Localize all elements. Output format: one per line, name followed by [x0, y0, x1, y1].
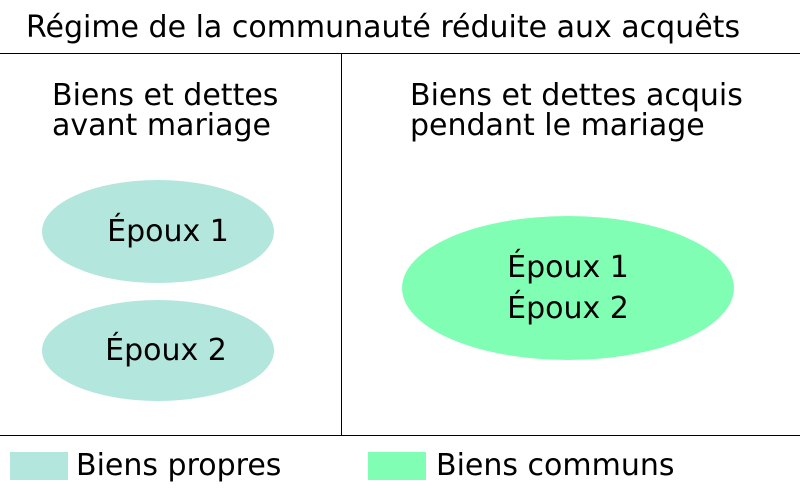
right-column-heading: Biens et dettes acquis pendant le mariag…	[410, 81, 743, 141]
top-divider	[0, 53, 800, 54]
ellipse-epoux-1: Époux 1	[42, 180, 274, 283]
legend-label-propres: Biens propres	[76, 448, 282, 483]
left-heading-line-2: avant mariage	[52, 108, 271, 143]
diagram-title: Régime de la communauté réduite aux acqu…	[26, 10, 741, 45]
ellipse-communs: Époux 1 Époux 2	[402, 216, 734, 360]
ellipse-epoux-2-label: Époux 2	[105, 333, 227, 368]
right-heading-line-2: pendant le mariage	[410, 108, 705, 143]
ellipse-epoux-2: Époux 2	[42, 300, 274, 401]
legend-swatch-communs	[368, 452, 426, 480]
legend-label-communs: Biens communs	[436, 448, 675, 483]
legend-swatch-propres	[10, 452, 68, 480]
ellipse-epoux-1-label: Époux 1	[107, 214, 229, 249]
column-divider	[341, 54, 342, 435]
left-heading-line-1: Biens et dettes	[52, 78, 279, 113]
left-column-heading: Biens et dettes avant mariage	[52, 81, 278, 141]
bottom-divider	[0, 435, 800, 436]
ellipse-communs-label-1: Époux 1	[507, 250, 629, 285]
ellipse-communs-label-2: Époux 2	[507, 291, 629, 326]
right-heading-line-1: Biens et dettes acquis	[410, 78, 743, 113]
